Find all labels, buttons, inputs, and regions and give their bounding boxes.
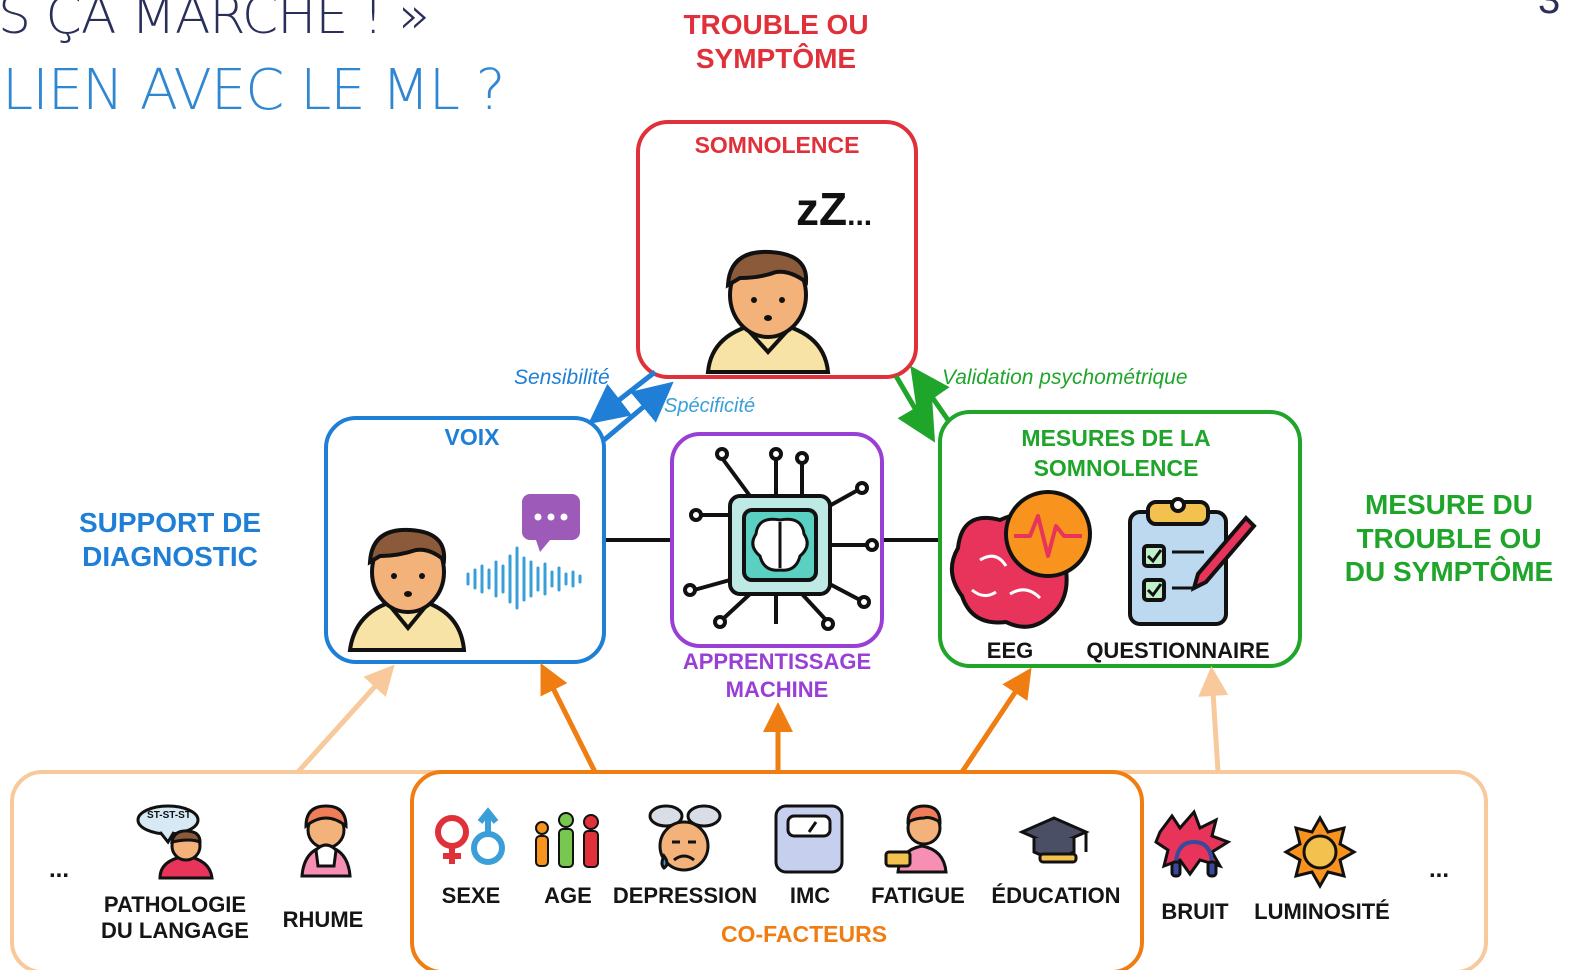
- imc-label: IMC: [789, 883, 831, 908]
- mesures-label-line2: SOMNOLENCE: [1033, 454, 1199, 481]
- specificite-label: Spécificité: [664, 395, 756, 417]
- right-factor-arrow: [1198, 666, 1229, 773]
- right-caption: MESURE DU TROUBLE OU DU SYMPTÔME: [1336, 488, 1562, 589]
- ml-label: APPRENTISSAGE MACHINE: [660, 648, 894, 703]
- left-ellipsis: ...: [48, 856, 69, 883]
- luminosite-label: LUMINOSITÉ: [1254, 899, 1390, 924]
- cofactor-arrow-mesures: [959, 667, 1032, 774]
- sound-wave-icon: [466, 546, 582, 610]
- pathologie-line1: PATHOLOGIE: [103, 892, 247, 917]
- depressed-face-icon: [648, 804, 722, 872]
- ai-brain-chip-icon: [683, 447, 879, 631]
- left-factor-arrow: [296, 664, 395, 774]
- tired-person-icon: [884, 804, 948, 874]
- bruit-label: BRUIT: [1161, 899, 1229, 924]
- somnolence-box: [636, 120, 918, 379]
- pathologie-label: PATHOLOGIE DU LANGAGE: [90, 892, 260, 945]
- top-caption-line2: SYMPTÔME: [695, 42, 857, 74]
- gender-symbols-icon: [435, 807, 505, 865]
- slide-title-line1: S ÇA MARCHE ! »: [0, 0, 430, 46]
- fatigue-label: FATIGUE: [871, 883, 965, 908]
- ml-label-line2: MACHINE: [725, 676, 829, 702]
- validation-arrow-up: [910, 365, 951, 422]
- validation-arrow-down: [893, 374, 936, 443]
- mesures-label: MESURES DE LA SOMNOLENCE: [940, 424, 1292, 484]
- rhume-label: RHUME: [282, 907, 364, 932]
- zzz-dots: ...: [847, 199, 873, 232]
- depression-label: DEPRESSION: [612, 883, 758, 908]
- top-caption-line1: TROUBLE OU: [683, 9, 869, 40]
- stutter-person-icon: [136, 804, 214, 880]
- age-people-icon: [535, 812, 599, 868]
- somnolence-label: SOMNOLENCE: [694, 132, 860, 158]
- eeg-brain-icon: [950, 490, 1092, 629]
- eeg-label: EEG: [986, 638, 1034, 663]
- left-caption-line2: DIAGNOSTIC: [82, 540, 258, 572]
- validation-label: Validation psychométrique: [942, 366, 1188, 389]
- left-caption-line1: SUPPORT DE: [78, 507, 262, 538]
- graduation-cap-icon: [1018, 816, 1090, 864]
- noise-icon: [1154, 809, 1232, 878]
- age-label: AGE: [544, 883, 592, 908]
- sensibilite-arrow: [588, 370, 657, 425]
- scale-icon: [774, 804, 844, 874]
- speaking-person-icon: [347, 527, 467, 652]
- sensibilite-label: Sensibilité: [514, 366, 610, 389]
- pathologie-line2: DU LANGAGE: [101, 918, 249, 944]
- sneezing-person-icon: [300, 804, 352, 878]
- specificite-arrow: [602, 381, 674, 442]
- cofacteurs-label: CO-FACTEURS: [720, 921, 888, 947]
- slide-title-line2: LIEN AVEC LE ML ?: [2, 58, 506, 123]
- sexe-label: SEXE: [441, 883, 501, 908]
- education-label: ÉDUCATION: [991, 883, 1121, 908]
- voix-label: VOIX: [444, 424, 500, 450]
- sleeping-person-icon: [705, 249, 831, 374]
- zzz-label: zZ...: [796, 182, 872, 236]
- mesures-label-line1: MESURES DE LA: [1021, 425, 1211, 451]
- questionnaire-label: QUESTIONNAIRE: [1086, 638, 1270, 663]
- stutter-bubble-text: ST-ST-ST: [147, 810, 191, 821]
- right-caption-line3: DU SYMPTÔME: [1344, 556, 1554, 588]
- left-caption: SUPPORT DE DIAGNOSTIC: [60, 506, 280, 573]
- speech-bubble-icon: [522, 494, 580, 552]
- right-caption-line2: TROUBLE OU: [1356, 522, 1542, 554]
- page-number: 3: [1538, 0, 1561, 22]
- right-ellipsis: ...: [1428, 856, 1449, 883]
- zzz-letters: zZ: [796, 183, 848, 235]
- right-caption-line1: MESURE DU: [1364, 489, 1533, 520]
- top-caption: TROUBLE OU SYMPTÔME: [676, 8, 876, 75]
- ml-label-line1: APPRENTISSAGE: [682, 649, 872, 674]
- clipboard-questionnaire-icon: [1128, 497, 1257, 626]
- cofactor-arrow-voix: [540, 663, 598, 774]
- sun-icon: [1282, 814, 1358, 890]
